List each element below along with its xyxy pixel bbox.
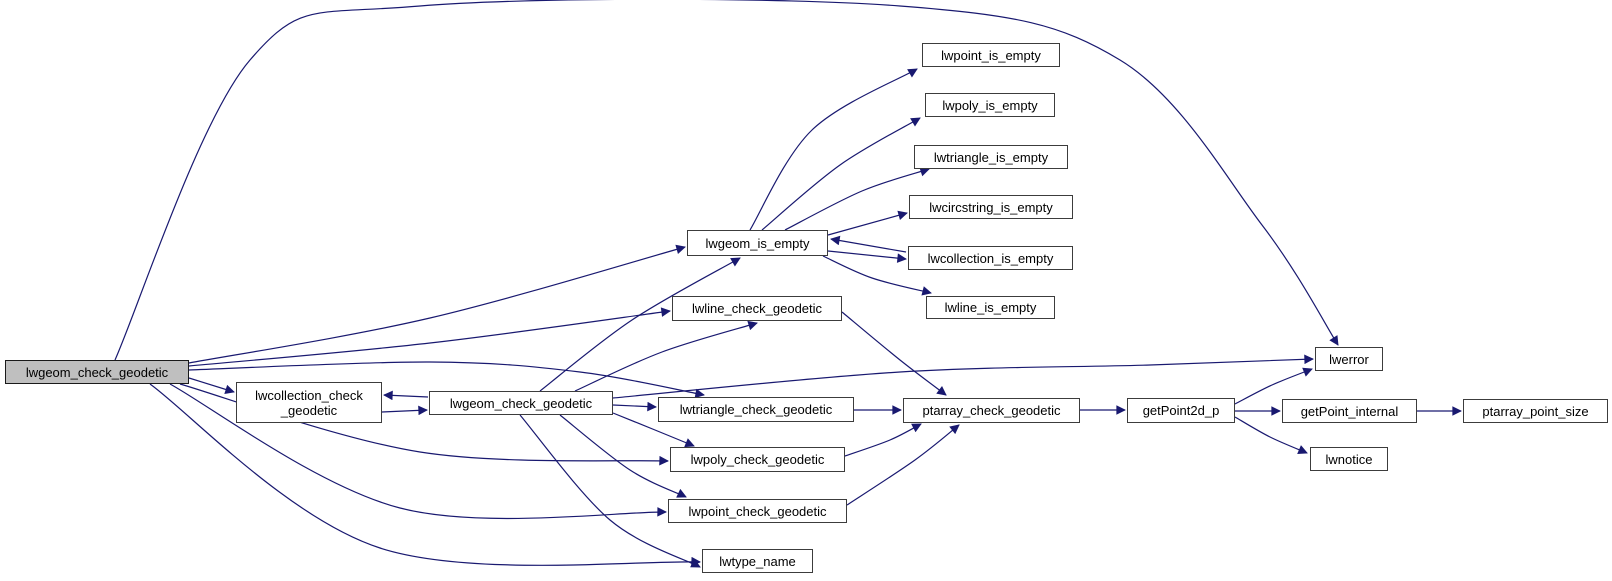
edge-COE-D bbox=[830, 235, 907, 253]
node-lwcircstring-is-empty[interactable]: lwcircstring_is_empty bbox=[909, 195, 1073, 219]
node-getPoint2d-p[interactable]: getPoint2d_p bbox=[1127, 398, 1235, 423]
node-label: lwcollection_check _geodetic bbox=[255, 387, 363, 418]
node-lwline-is-empty[interactable]: lwline_is_empty bbox=[926, 296, 1055, 319]
edge-D-COE bbox=[827, 250, 907, 263]
node-lwtype-name[interactable]: lwtype_name bbox=[702, 549, 813, 573]
node-lwnotice[interactable]: lwnotice bbox=[1310, 447, 1388, 471]
node-label: lwtriangle_is_empty bbox=[933, 149, 1049, 165]
edge-D-CIE bbox=[827, 210, 908, 236]
node-label: lwgeom_check_geodetic bbox=[449, 395, 593, 411]
node-ptarray-point-size[interactable]: ptarray_point_size bbox=[1463, 399, 1608, 423]
edge-LC-PT bbox=[841, 311, 947, 396]
node-label: lwcircstring_is_empty bbox=[929, 199, 1053, 215]
node-lwgeom-check-geodetic[interactable]: lwgeom_check_geodetic bbox=[5, 360, 189, 384]
node-label: lwtype_name bbox=[719, 553, 796, 569]
node-ptarray-check-geodetic[interactable]: ptarray_check_geodetic bbox=[903, 398, 1080, 423]
edge-B-D bbox=[539, 257, 741, 392]
edge-D-PIE bbox=[749, 68, 918, 231]
node-lwpoint-is-empty[interactable]: lwpoint_is_empty bbox=[922, 43, 1060, 67]
edge-B-LC bbox=[574, 320, 758, 392]
edge-C-B bbox=[381, 405, 428, 416]
edge-B-TC bbox=[612, 401, 657, 412]
edge-GP-LN bbox=[1234, 416, 1308, 454]
edge-B-PTC bbox=[559, 414, 687, 498]
node-lwtriangle-check-geodetic[interactable]: lwtriangle_check_geodetic bbox=[658, 397, 854, 422]
edge-B-LE bbox=[612, 354, 1314, 399]
node-label: getPoint_internal bbox=[1300, 403, 1399, 419]
node-label: lwpoint_is_empty bbox=[941, 47, 1041, 63]
node-lwtriangle-is-empty[interactable]: lwtriangle_is_empty bbox=[914, 145, 1068, 169]
node-getPoint-internal[interactable]: getPoint_internal bbox=[1282, 399, 1417, 423]
node-lwcollection-check-geodetic[interactable]: lwcollection_check _geodetic bbox=[236, 382, 382, 423]
node-label: ptarray_check_geodetic bbox=[922, 403, 1061, 418]
edge-D-POE bbox=[761, 117, 921, 231]
node-label: lwtriangle_check_geodetic bbox=[679, 402, 833, 417]
edge-A-C bbox=[188, 377, 235, 395]
edge-D-LIE bbox=[822, 255, 932, 296]
edge-A-PTC bbox=[169, 383, 667, 520]
node-label: lwnotice bbox=[1325, 451, 1373, 467]
node-lwpoly-check-geodetic[interactable]: lwpoly_check_geodetic bbox=[670, 447, 845, 472]
node-label: lwgeom_is_empty bbox=[705, 235, 810, 251]
edge-B-C bbox=[383, 390, 429, 401]
edge-B-TN bbox=[519, 414, 701, 568]
edge-A-LC bbox=[188, 307, 671, 367]
edge-A-TN bbox=[149, 383, 701, 567]
node-label: lwcollection_is_empty bbox=[927, 250, 1054, 266]
edge-GP-LE bbox=[1234, 367, 1313, 405]
node-lwcollection-is-empty[interactable]: lwcollection_is_empty bbox=[908, 246, 1073, 270]
node-lwline-check-geodetic[interactable]: lwline_check_geodetic bbox=[672, 296, 842, 321]
edge-PC-PT bbox=[844, 423, 922, 457]
node-label: lwline_check_geodetic bbox=[691, 301, 823, 316]
node-lwgeom-is-empty[interactable]: lwgeom_is_empty bbox=[687, 230, 828, 256]
node-label: ptarray_point_size bbox=[1482, 403, 1589, 419]
edge-A-TC bbox=[188, 361, 705, 399]
node-label: lwgeom_check_geodetic bbox=[25, 364, 169, 380]
node-label: getPoint2d_p bbox=[1142, 403, 1220, 418]
edge-D-TIE bbox=[784, 167, 930, 231]
edge-PTC-PT bbox=[846, 424, 960, 506]
node-lwgeom-check-geodetic[interactable]: lwgeom_check_geodetic bbox=[429, 391, 613, 415]
node-lwpoly-is-empty[interactable]: lwpoly_is_empty bbox=[925, 93, 1055, 117]
node-lwerror[interactable]: lwerror bbox=[1315, 347, 1383, 371]
node-label: lwpoint_check_geodetic bbox=[688, 503, 827, 519]
edge-A-LE bbox=[114, 0, 1339, 361]
edge-B-PC bbox=[612, 412, 695, 448]
node-lwpoint-check-geodetic[interactable]: lwpoint_check_geodetic bbox=[668, 499, 847, 523]
node-label: lwerror bbox=[1329, 351, 1369, 367]
node-label: lwpoly_check_geodetic bbox=[690, 452, 825, 467]
node-label: lwpoly_is_empty bbox=[942, 97, 1038, 113]
edge-A-D bbox=[188, 244, 686, 364]
node-label: lwline_is_empty bbox=[944, 300, 1037, 315]
